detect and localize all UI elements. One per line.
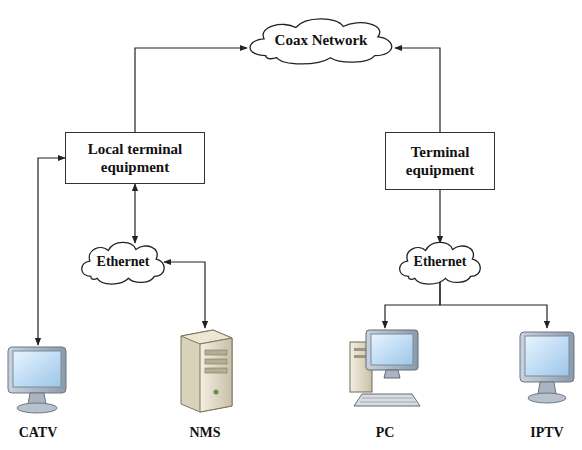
network-cloud: Coax Network (242, 14, 400, 66)
pc-icon (350, 330, 420, 406)
device-label: IPTV (530, 425, 563, 442)
node-label: Local terminal equipment (72, 140, 198, 176)
connector-arrow (385, 282, 440, 328)
node-label: Ethernet (97, 254, 150, 271)
iptv-monitor-icon (520, 332, 574, 403)
equipment-box: Terminal equipment (385, 132, 495, 190)
connector-arrow (134, 184, 135, 243)
device-node: IPTV (515, 328, 579, 442)
nms-server-icon (181, 330, 232, 412)
equipment-box: Local terminal equipment (65, 132, 205, 184)
device-label: CATV (19, 425, 58, 442)
network-cloud: Ethernet (77, 238, 169, 286)
device-node: CATV (3, 345, 73, 442)
node-label: Coax Network (275, 31, 368, 49)
connector-arrow (38, 158, 65, 345)
connector-arrow (395, 48, 440, 132)
device-label: PC (376, 425, 395, 442)
device-node: PC (345, 328, 425, 442)
node-label: Ethernet (414, 254, 467, 271)
network-cloud: Ethernet (395, 238, 485, 286)
device-node: NMS (172, 328, 238, 442)
device-label: NMS (189, 425, 220, 442)
connector-arrow (135, 48, 247, 132)
connector-arrow (439, 190, 440, 243)
catv-monitor-icon (8, 347, 66, 413)
connector-arrow (440, 282, 547, 328)
connector-arrow (164, 262, 205, 328)
node-label: Terminal equipment (392, 143, 488, 179)
